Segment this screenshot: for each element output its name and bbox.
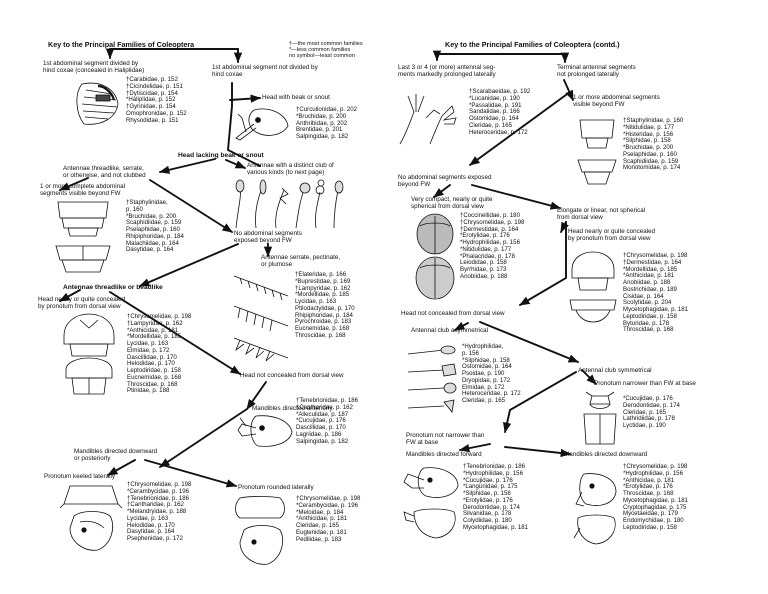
spherical-beetles-drawing — [412, 212, 458, 302]
couplet-4b: No abdominal segments exposed beyond FW — [234, 230, 302, 245]
couplet-3a: Antennae threadlike, serrate, or otherwi… — [63, 165, 146, 180]
couplet-r3a: Very compact, nearly or quite spherical … — [411, 196, 493, 211]
connector-2b-to-3b — [225, 159, 246, 169]
symbol-legend: †—the most common families *—less common… — [289, 41, 363, 60]
connector-r5b-to-r6b — [503, 371, 577, 434]
family-list-r2a: †Staphylinidae, p. 160 *Nitidulidae, p. … — [623, 117, 684, 172]
connector-4b-to-5b — [139, 243, 239, 287]
couplet-r4a: Head nearly or quite concealed by pronot… — [568, 228, 656, 243]
family-list-1a: †Carabidae, p. 152 †Cicindelidae, p. 151… — [126, 76, 187, 124]
forward-mandibles-drawing — [402, 462, 462, 542]
family-list-r7b: †Chrysomelidae, p. 198 *Hydrophilidae, p… — [623, 463, 689, 531]
couplet-5b: Antennae threadlike or beadlike — [63, 284, 163, 291]
couplet-3b: Antennae with a distinct club of various… — [247, 162, 334, 177]
asymmetric-club-drawing — [404, 340, 460, 416]
downward-mandibles-drawing — [566, 470, 620, 546]
couplet-8a: Pronotum keeled laterally — [44, 473, 116, 480]
couplet-5a: Antennae serrate, pectinate, or plumose — [261, 254, 341, 269]
couplet-r1b: Terminal antennal segments not prolonged… — [557, 64, 636, 79]
anterior-mandibles-drawing — [236, 410, 294, 452]
serrate-antennae-drawing — [230, 272, 292, 364]
connector-3a-to-4b — [149, 179, 233, 233]
connector-1b-to-2a — [226, 82, 261, 167]
rounded-pronotum-drawing — [226, 494, 294, 566]
couplet-7a: Mandibles directed anteriorly — [252, 405, 333, 412]
couplet-6a: Head nearly or quite concealed by pronot… — [38, 296, 126, 311]
connector-r2b-to-r3a — [433, 184, 451, 198]
family-list-r5a: *Hydrophilidae, p. 156 *Silphidae, p. 15… — [462, 343, 521, 404]
family-list-r3a: †Coccinellidae, p. 180 †Chrysomelidae, p… — [460, 212, 525, 280]
connector-2b-to-3a — [158, 158, 216, 174]
narrow-pronotum-drawing — [578, 391, 622, 448]
connector-r4b-to-r5b — [479, 321, 579, 363]
connector-r4b-to-r5a — [454, 321, 469, 331]
connector-to-2a — [229, 94, 262, 103]
connector-r2b-to-r3b — [471, 184, 562, 210]
family-list-r6a: *Cucujidae, p. 176 Derodontidae, p. 174 … — [623, 395, 680, 429]
connector-r6b-to-r7a — [458, 443, 491, 453]
connector-5b-to-6a — [59, 289, 81, 302]
keeled-pronotum-drawing — [58, 482, 124, 556]
connector-r5b-to-r6a — [581, 369, 597, 385]
family-list-r7a: †Tenebrionidae, p. 186 *Hydrophilidae, p… — [463, 463, 529, 531]
family-list-4a: †Staphylinidae, p. 160 *Bruchidae, p. 20… — [126, 199, 184, 254]
couplet-r7a: Mandibles directed forward — [406, 451, 482, 458]
connector-r3b-to-r4b — [519, 221, 567, 306]
concealed-head-drawing — [56, 312, 122, 404]
couplet-r6a: Pronotum narrower than FW at base — [594, 380, 696, 387]
couplet-1b: 1st abdominal segment not divided by hin… — [212, 64, 318, 79]
couplet-r7b: Mandibles directed downward — [564, 451, 648, 458]
family-list-6a: †Chrysomelidae, p. 198 †Lampyridae, p. 1… — [127, 313, 192, 395]
connector-6b-to-7b — [159, 408, 248, 468]
clubbed-antennae-drawing — [228, 178, 346, 230]
family-list-8b: †Chrysomelidae, p. 198 *Cerambycidae, p.… — [296, 495, 361, 543]
couplet-r2a: 1 or more abdominal segments visible bey… — [573, 94, 660, 109]
family-list-8a: †Chrysomelidae, p. 198 *Cerambycidae, p.… — [127, 481, 192, 542]
family-list-7a: †Tenebrionidae, p. 186 †Cantharidae, p. … — [296, 397, 359, 445]
family-list-r1a: †Scarabaeidae, p. 192 *Lucanidae, p. 190… — [469, 88, 531, 136]
couplet-2b: Head lacking beak or snout — [178, 152, 264, 159]
connector-r6b-to-r7b — [504, 446, 572, 458]
connector-7b-to-8a — [107, 459, 136, 476]
couplet-1a: 1st abdominal segment divided by hind co… — [43, 60, 145, 75]
right-key-title: Key to the Principal Families of Coleopt… — [445, 40, 620, 49]
family-list-2a: †Curculionidae, p. 202 *Bruchidae, p. 20… — [296, 106, 357, 140]
connector-r1b-to-r2b — [469, 91, 571, 166]
connector-5b-to-6b — [109, 291, 241, 375]
family-list-5a: †Elateridae, p. 166 *Buprestidae, p. 169… — [295, 271, 355, 339]
left-key-title: Key to the Principal Families of Coleopt… — [48, 40, 195, 49]
couplet-7b: Mandibles directed downward or posterior… — [74, 448, 158, 463]
couplet-r5b: Antennal club symmetrical — [578, 367, 652, 374]
lamellate-antennae-drawing — [396, 88, 468, 148]
couplet-r5a: Antennal club asymmetrical — [411, 327, 488, 334]
connector-7b-to-8b — [144, 459, 238, 488]
exposed-abdomen-drawing-right — [572, 116, 622, 188]
couplet-r1a: Last 3 or 4 (or more) antennal seg- ment… — [398, 64, 496, 79]
abdomen-coxae-drawing — [72, 80, 122, 128]
couplet-6b: Head not concealed from dorsal view — [240, 372, 344, 379]
couplet-r2b: No abdominal segments exposed beyond FW — [398, 174, 492, 189]
couplet-r4b: Head not concealed from dorsal view — [401, 310, 505, 317]
connector-6b-to-7a — [246, 381, 267, 410]
couplet-4a: 1 or more complete abdominal segments vi… — [40, 183, 126, 198]
weevil-snout-drawing — [232, 104, 290, 142]
family-list-r4a: †Chrysomelidae, p. 198 †Dermestidae, p. … — [623, 252, 689, 334]
concealed-head-drawing-right — [566, 250, 620, 326]
connector-3a-to-4a — [59, 177, 89, 191]
couplet-2a: Head with beak or snout — [262, 94, 330, 101]
connector-r1b-to-r2a — [563, 79, 574, 101]
couplet-8b: Pronotum rounded laterally — [238, 484, 314, 491]
couplet-r6b: Pronotum not narrower than FW at base — [406, 432, 485, 447]
exposed-abdomen-drawing — [44, 198, 122, 278]
couplet-r3b: Elongate or linear, not spherical from d… — [557, 207, 646, 222]
